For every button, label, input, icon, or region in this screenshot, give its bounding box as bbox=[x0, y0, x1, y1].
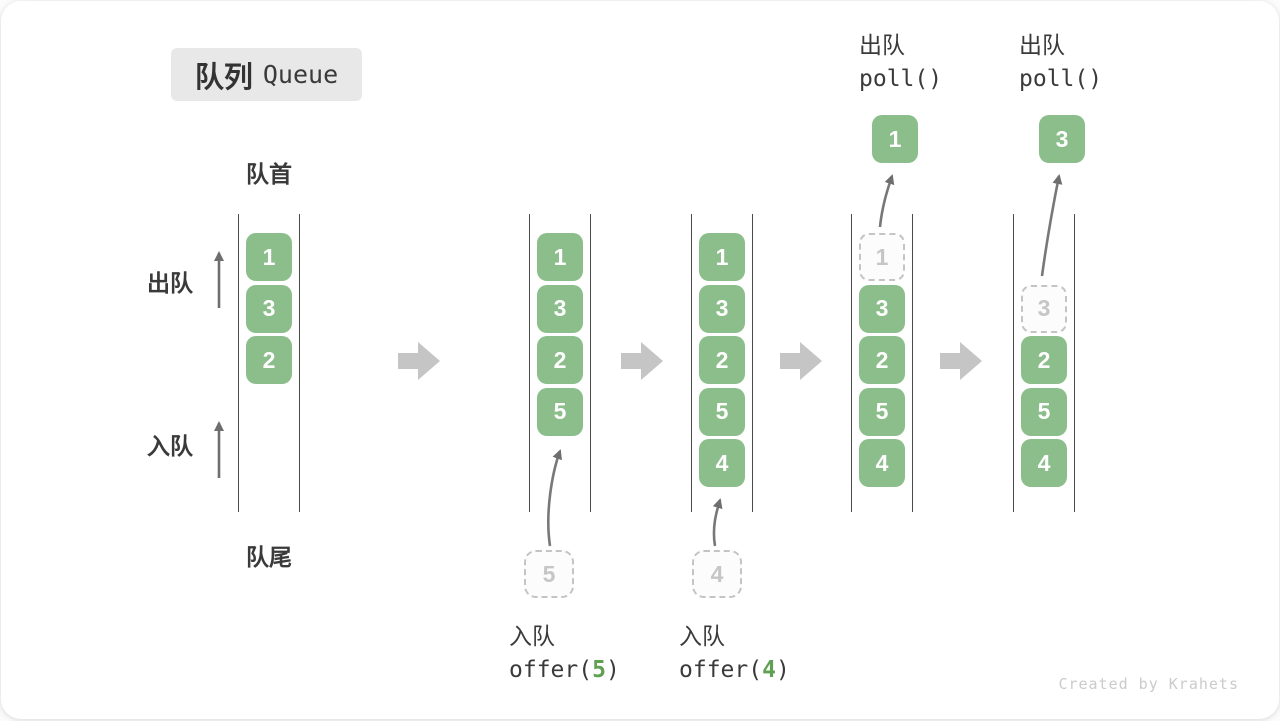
label-queue-front: 队首 bbox=[246, 161, 292, 187]
queue-slot: 5 bbox=[859, 387, 905, 436]
queue-slot: 3 bbox=[1021, 284, 1067, 333]
op-offer5-code-post: ) bbox=[605, 657, 620, 683]
queue-slot: 2 bbox=[859, 336, 905, 384]
watermark: Created by Krahets bbox=[1058, 675, 1239, 693]
block-arrow-1 bbox=[398, 342, 440, 380]
queue-slot: 4 bbox=[1021, 439, 1067, 487]
op-offer4-label: 入队 bbox=[679, 623, 725, 649]
label-enqueue: 入队 bbox=[147, 433, 193, 459]
queue-slot: 2 bbox=[246, 336, 292, 384]
queue-slot: 1 bbox=[859, 233, 905, 281]
queue-slot: 3 bbox=[246, 284, 292, 333]
op-poll1: 出队 poll() bbox=[859, 28, 942, 96]
queue-slot: 4 bbox=[859, 439, 905, 487]
queue-slot: 3 bbox=[699, 284, 745, 333]
title-en: Queue bbox=[262, 60, 339, 89]
op-offer5-code-pre: offer( bbox=[509, 657, 593, 683]
op-poll2: 出队 poll() bbox=[1019, 28, 1102, 96]
pending-box-5: 5 bbox=[524, 550, 574, 598]
queue-slot: 2 bbox=[699, 336, 745, 384]
block-arrow-2 bbox=[621, 342, 663, 380]
queue-slot: 1 bbox=[699, 233, 745, 281]
queue-slot: 4 bbox=[699, 439, 745, 487]
queue-slot: 1 bbox=[246, 233, 292, 281]
popped-box-1: 1 bbox=[872, 115, 918, 163]
pending-box-4: 4 bbox=[692, 550, 742, 598]
queue-slot: 1 bbox=[537, 233, 583, 281]
op-offer5-label: 入队 bbox=[509, 623, 555, 649]
op-offer4-code-arg: 4 bbox=[762, 657, 776, 683]
op-poll2-label: 出队 bbox=[1019, 32, 1065, 58]
op-offer4: 入队 offer(4) bbox=[679, 619, 790, 687]
op-offer5: 入队 offer(5) bbox=[509, 619, 620, 687]
queue-slot: 5 bbox=[1021, 387, 1067, 436]
op-offer4-code-pre: offer( bbox=[679, 657, 763, 683]
queue-slot: 3 bbox=[859, 284, 905, 333]
label-dequeue: 出队 bbox=[147, 270, 193, 296]
queue-slot: 2 bbox=[537, 336, 583, 384]
queue-slot: 5 bbox=[699, 387, 745, 436]
op-offer4-code-post: ) bbox=[775, 657, 790, 683]
queue-slot: 2 bbox=[1021, 336, 1067, 384]
popped-box-3: 3 bbox=[1039, 115, 1085, 163]
op-offer5-code: offer(5) bbox=[509, 653, 620, 687]
block-arrow-4 bbox=[940, 342, 982, 380]
op-offer4-code: offer(4) bbox=[679, 653, 790, 687]
op-poll2-code: poll() bbox=[1019, 66, 1103, 92]
title-zh: 队列 bbox=[194, 61, 253, 94]
queue-slot: 3 bbox=[537, 284, 583, 333]
op-poll1-label: 出队 bbox=[859, 32, 905, 58]
op-poll1-code: poll() bbox=[859, 66, 943, 92]
op-offer5-code-arg: 5 bbox=[592, 657, 606, 683]
label-queue-rear: 队尾 bbox=[246, 544, 292, 570]
queue-slot: 5 bbox=[537, 387, 583, 436]
block-arrow-3 bbox=[780, 342, 822, 380]
title-box: 队列 Queue bbox=[171, 48, 362, 101]
